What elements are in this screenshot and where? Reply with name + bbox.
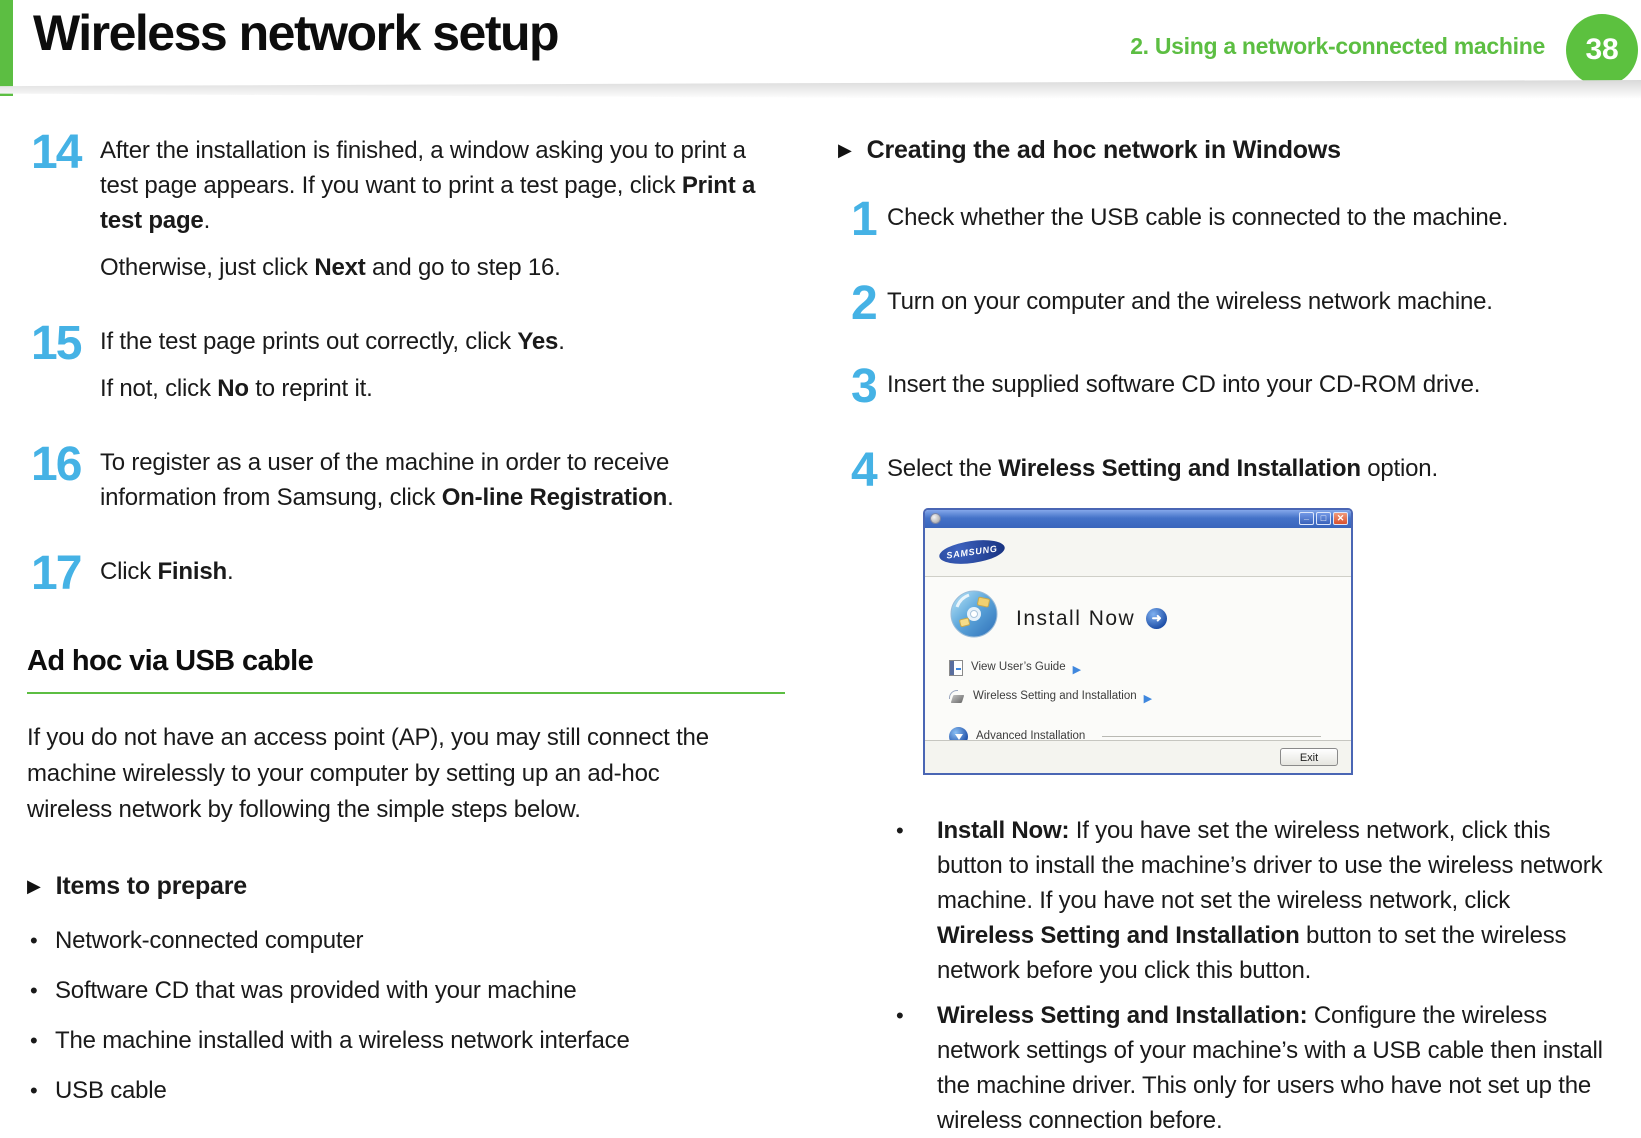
page-title: Wireless network setup	[33, 5, 560, 61]
view-users-guide-item[interactable]: View User’s Guide	[949, 658, 1351, 678]
step-number: 15	[31, 317, 82, 370]
samsung-logo: SAMSUNG	[937, 536, 1007, 568]
list-item: Software CD that was provided with your …	[27, 973, 785, 1008]
step-text: Select the Wireless Setting and Installa…	[887, 454, 1438, 482]
arrow-right-icon	[1144, 677, 1152, 717]
install-now-arrow-icon[interactable]: ➜	[1146, 608, 1168, 630]
step-16: 16 To register as a user of the machine …	[27, 438, 785, 515]
users-guide-icon	[949, 659, 963, 676]
install-now-description: Install Now: If you have set the wireles…	[892, 813, 1613, 988]
step-3: 3 Insert the supplied software CD into y…	[838, 360, 1613, 414]
section-intro: If you do not have an access point (AP),…	[27, 723, 709, 823]
step-4: 4 Select the Wireless Setting and Instal…	[838, 443, 1613, 775]
option-descriptions: Install Now: If you have set the wireles…	[892, 813, 1613, 1138]
wireless-setting-item[interactable]: Wireless Setting and Installation	[949, 687, 1351, 707]
installer-titlebar[interactable]: _ □ ✕	[925, 509, 1351, 528]
installer-window: _ □ ✕ SAMSUNG	[923, 507, 1353, 775]
window-icon	[930, 513, 941, 525]
items-to-prepare-heading: Items to prepare	[27, 872, 785, 901]
items-list: Network-connected computer Software CD t…	[27, 923, 785, 1108]
step-text: Otherwise, just click Next and go to ste…	[100, 254, 561, 281]
step-text: If the test page prints out correctly, c…	[100, 328, 565, 355]
cd-icon	[949, 589, 999, 649]
wireless-setting-icon	[949, 689, 965, 704]
adhoc-windows-heading: Creating the ad hoc network in Windows	[838, 136, 1613, 165]
installer-footer: Exit	[925, 739, 1351, 773]
step-number: 14	[31, 126, 82, 179]
list-item: USB cable	[27, 1073, 785, 1108]
install-now-button[interactable]: Install Now ➜	[949, 589, 1351, 649]
exit-button[interactable]: Exit	[1280, 747, 1338, 766]
header-shadow	[0, 80, 1641, 102]
step-text: Turn on your computer and the wireless n…	[887, 287, 1493, 315]
step-text: After the installation is finished, a wi…	[100, 137, 756, 234]
step-17: 17 Click Finish.	[27, 547, 785, 600]
step-text: Insert the supplied software CD into you…	[887, 371, 1481, 399]
list-item: Network-connected computer	[27, 923, 785, 958]
step-15: 15 If the test page prints out correctly…	[27, 317, 785, 406]
step-number: 17	[31, 547, 82, 600]
close-button[interactable]: ✕	[1333, 512, 1348, 526]
maximize-button[interactable]: □	[1316, 512, 1331, 526]
list-item: The machine installed with a wireless ne…	[27, 1023, 785, 1058]
install-now-label[interactable]: Install Now	[1016, 607, 1136, 631]
step-text: If not, click No to reprint it.	[100, 375, 373, 402]
wireless-setting-description: Wireless Setting and Installation: Confi…	[892, 998, 1613, 1138]
right-column: Creating the ad hoc network in Windows 1…	[838, 130, 1613, 1138]
step-1: 1 Check whether the USB cable is connect…	[838, 193, 1613, 246]
step-number: 3	[851, 360, 878, 414]
header-accent-bar	[0, 0, 13, 96]
installer-brand-area: SAMSUNG	[925, 527, 1351, 577]
step-2: 2 Turn on your computer and the wireless…	[838, 276, 1613, 330]
divider	[1102, 735, 1321, 737]
step-text: To register as a user of the machine in …	[100, 449, 674, 511]
minimize-button[interactable]: _	[1299, 512, 1314, 526]
step-number: 16	[31, 438, 82, 491]
chapter-label: 2. Using a network-connected machine	[1130, 33, 1545, 59]
left-column: 14 After the installation is finished, a…	[27, 126, 785, 1123]
step-number: 4	[851, 443, 878, 497]
step-text: Check whether the USB cable is connected…	[887, 204, 1509, 231]
section-rule	[27, 691, 785, 694]
step-14: 14 After the installation is finished, a…	[27, 126, 785, 285]
step-number: 1	[851, 193, 878, 246]
step-number: 2	[851, 276, 878, 330]
page-number-badge: 38	[1566, 14, 1638, 86]
section-heading: Ad hoc via USB cable	[27, 644, 314, 677]
step-text: Click Finish.	[100, 558, 234, 585]
